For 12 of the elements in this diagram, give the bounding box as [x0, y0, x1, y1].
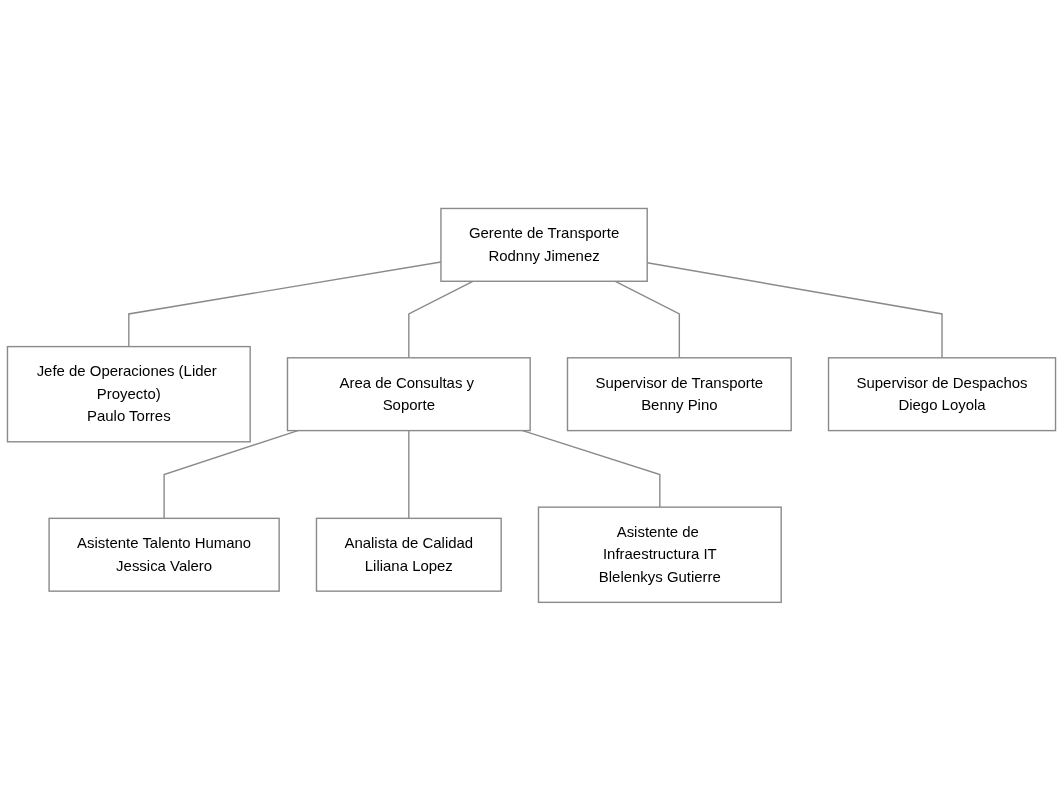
node-box: Asistente de Infraestructura IT Blelenkys Gutierre	[537, 506, 782, 603]
connector	[408, 429, 410, 519]
connector	[408, 280, 474, 359]
node-box: Asistente Talento Humano Jessica Valero	[48, 517, 280, 592]
node-box: Area de Consultas y Soporte	[286, 356, 531, 431]
node-box: Gerente de Transporte Rodnny Jimenez	[440, 207, 648, 282]
connector	[614, 280, 681, 359]
connector	[163, 429, 299, 519]
node-box: Analista de Calidad Liliana Lopez	[315, 517, 502, 592]
node-box: Supervisor de Transporte Benny Pino	[566, 356, 792, 431]
node-box: Supervisor de Despachos Diego Loyola	[827, 356, 1057, 431]
node-box: Jefe de Operaciones (Lider Proyecto) Paulo Torres	[6, 345, 251, 443]
